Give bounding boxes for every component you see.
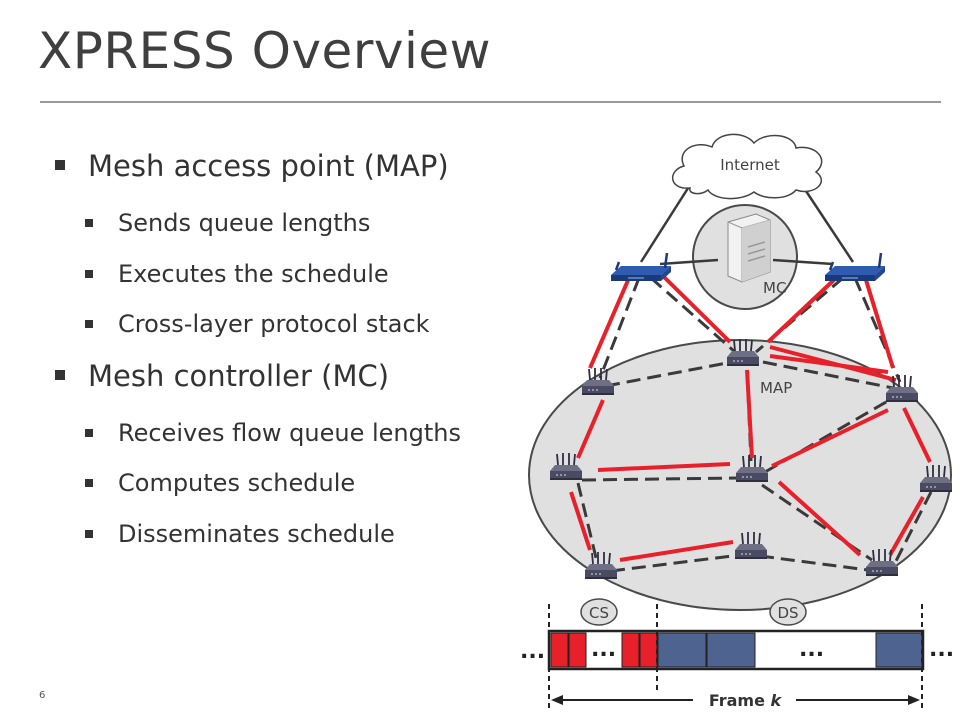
bullet-map-item: Sends queue lengths — [55, 202, 545, 253]
internet-label: Internet — [720, 156, 780, 174]
bullet-map-item: Cross-layer protocol stack — [55, 303, 545, 354]
frame-variable: k — [771, 691, 783, 710]
ellipsis-cs: ... — [591, 637, 616, 662]
frame-label-text: Frame — [709, 691, 771, 710]
ellipsis-right: ... — [929, 637, 954, 662]
mc-item-text: Receives flow queue lengths — [118, 418, 461, 447]
cs-marker — [580, 598, 618, 626]
square-bullet-icon — [55, 160, 65, 170]
gateway-router-icon — [609, 251, 673, 283]
square-bullet-icon — [85, 479, 93, 487]
mc-heading-text: Mesh controller (MC) — [88, 358, 390, 393]
frame-label: Frame k — [709, 691, 783, 710]
bullet-map-item: Executes the schedule — [55, 253, 545, 304]
ellipsis-left: ... — [520, 639, 545, 664]
map-item-text: Cross-layer protocol stack — [118, 310, 430, 338]
square-bullet-icon — [55, 369, 65, 380]
square-bullet-icon — [85, 529, 93, 538]
wireless-links — [569, 273, 932, 562]
server-icon — [727, 213, 771, 283]
title-divider — [40, 101, 941, 103]
bullet-map-heading: Mesh access point (MAP) — [55, 146, 545, 202]
ds-label: DS — [777, 604, 798, 622]
square-bullet-icon — [85, 219, 93, 227]
internet-cloud — [672, 133, 823, 200]
frame-arrow — [551, 695, 920, 705]
cs-label: CS — [589, 604, 609, 622]
frame-timeline — [547, 629, 925, 671]
gateway-router-icon — [823, 251, 887, 283]
map-heading-text: Mesh access point (MAP) — [88, 149, 449, 183]
mc-item-text: Disseminates schedule — [118, 519, 395, 548]
ds-marker — [769, 598, 807, 626]
wired-links — [639, 184, 855, 266]
bullet-list: Mesh access point (MAP) Sends queue leng… — [55, 146, 545, 563]
square-bullet-icon — [85, 269, 93, 278]
page-number: 6 — [39, 690, 46, 701]
mc-item-text: Computes schedule — [118, 469, 356, 497]
bullet-mc-item: Computes schedule — [55, 462, 545, 513]
map-item-text: Sends queue lengths — [118, 209, 371, 237]
mc-label: MC — [763, 279, 786, 297]
bullet-mc-item: Receives flow queue lengths — [55, 412, 545, 463]
bullet-mc-heading: Mesh controller (MC) — [55, 356, 545, 412]
square-bullet-icon — [85, 320, 93, 328]
ellipsis-ds: ... — [799, 637, 824, 662]
square-bullet-icon — [85, 428, 93, 437]
frame-boundaries — [548, 604, 923, 712]
map-item-text: Executes the schedule — [118, 259, 389, 288]
slide-title: XPRESS Overview — [38, 22, 492, 80]
bullet-mc-item: Disseminates schedule — [55, 513, 545, 564]
map-label: MAP — [760, 379, 792, 397]
